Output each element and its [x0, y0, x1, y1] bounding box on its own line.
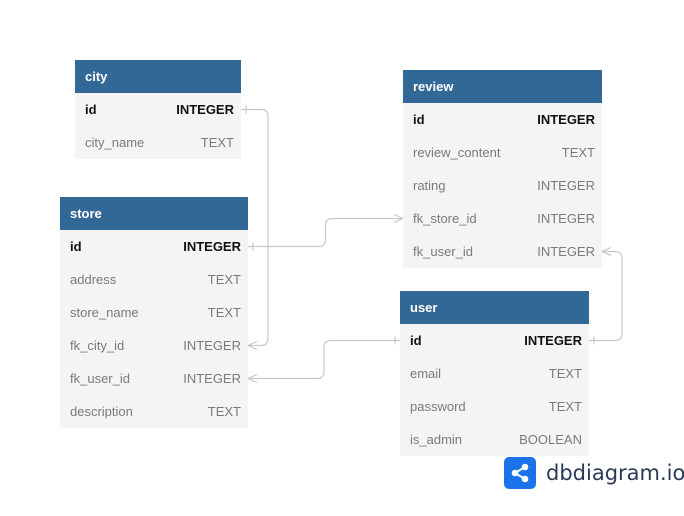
table-row[interactable]: fk_user_id INTEGER [403, 235, 602, 268]
field-name: fk_store_id [413, 211, 477, 226]
table-row[interactable]: id INTEGER [75, 93, 241, 126]
field-type: INTEGER [183, 338, 241, 353]
table-rows: id INTEGER city_name TEXT [75, 93, 241, 159]
field-type: INTEGER [183, 239, 241, 254]
field-name: rating [413, 178, 446, 193]
field-name: id [70, 239, 82, 254]
field-name: city_name [85, 135, 145, 150]
brand-name: dbdiagram.io [546, 461, 684, 485]
table-header[interactable]: user [400, 291, 589, 324]
field-name: id [413, 112, 425, 127]
table-row[interactable]: password TEXT [400, 390, 589, 423]
table-row[interactable]: email TEXT [400, 357, 589, 390]
relation-line [589, 250, 623, 342]
field-name: fk_user_id [413, 244, 473, 259]
table-row[interactable]: city_name TEXT [75, 126, 241, 159]
table-row[interactable]: fk_city_id INTEGER [60, 329, 248, 362]
field-name: description [70, 404, 133, 419]
brand-logo[interactable]: dbdiagram.io [504, 457, 684, 489]
table-row[interactable]: id INTEGER [403, 103, 602, 136]
table-header[interactable]: city [75, 60, 241, 93]
field-type: TEXT [200, 135, 234, 150]
table-row[interactable]: address TEXT [60, 263, 248, 296]
field-type: BOOLEAN [519, 432, 582, 447]
table-city[interactable]: city id INTEGER city_name TEXT [75, 60, 241, 159]
field-type: TEXT [207, 272, 241, 287]
table-row[interactable]: review_content TEXT [403, 136, 602, 169]
table-header[interactable]: store [60, 197, 248, 230]
field-type: INTEGER [176, 102, 234, 117]
field-name: password [410, 399, 466, 414]
table-header[interactable]: review [403, 70, 602, 103]
field-type: TEXT [548, 366, 582, 381]
field-name: is_admin [410, 432, 463, 447]
field-name: review_content [413, 145, 501, 160]
table-row[interactable]: id INTEGER [400, 324, 589, 357]
field-type: INTEGER [537, 211, 595, 226]
table-row[interactable]: description TEXT [60, 395, 248, 428]
table-row[interactable]: fk_store_id INTEGER [403, 202, 602, 235]
relation-line [248, 217, 403, 248]
field-type: INTEGER [537, 112, 595, 127]
field-type: INTEGER [183, 371, 241, 386]
field-name: email [410, 366, 442, 381]
field-name: address [70, 272, 117, 287]
field-type: TEXT [207, 404, 241, 419]
field-type: TEXT [207, 305, 241, 320]
share-nodes-icon [504, 457, 536, 489]
field-type: INTEGER [537, 244, 595, 259]
table-row[interactable]: fk_user_id INTEGER [60, 362, 248, 395]
relation-line [241, 108, 269, 347]
field-name: fk_user_id [70, 371, 130, 386]
field-name: id [410, 333, 422, 348]
field-name: id [85, 102, 97, 117]
field-name: fk_city_id [70, 338, 125, 353]
field-type: INTEGER [537, 178, 595, 193]
table-row[interactable]: store_name TEXT [60, 296, 248, 329]
table-row[interactable]: is_admin BOOLEAN [400, 423, 589, 456]
field-type: TEXT [548, 399, 582, 414]
relation-line [248, 339, 400, 380]
field-type: INTEGER [524, 333, 582, 348]
table-row[interactable]: id INTEGER [60, 230, 248, 263]
field-name: store_name [70, 305, 139, 320]
table-row[interactable]: rating INTEGER [403, 169, 602, 202]
field-type: TEXT [561, 145, 595, 160]
